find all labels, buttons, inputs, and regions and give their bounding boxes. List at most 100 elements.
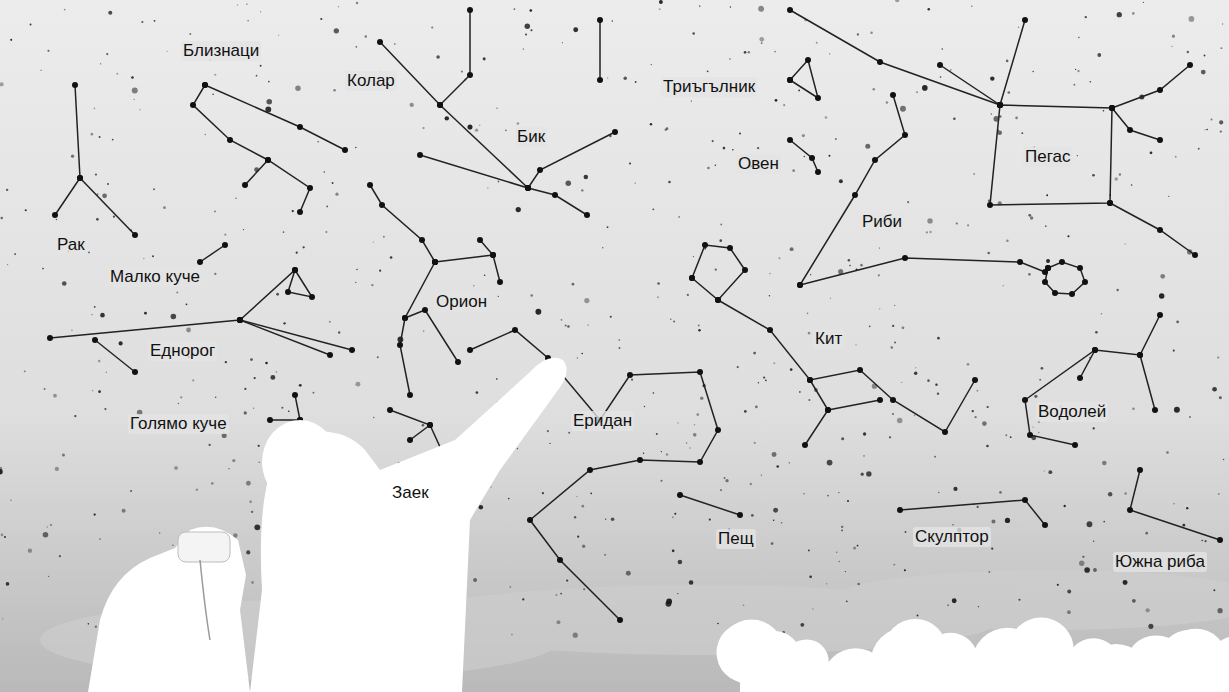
star bbox=[581, 189, 583, 191]
constellation-star bbox=[997, 102, 1003, 108]
constellation-star bbox=[1109, 105, 1115, 111]
star bbox=[900, 106, 906, 112]
constellation-star bbox=[1092, 347, 1098, 353]
star bbox=[108, 11, 112, 15]
star bbox=[635, 81, 637, 83]
constellation-star bbox=[697, 459, 703, 465]
star bbox=[24, 370, 26, 372]
constellation-star bbox=[997, 102, 1003, 108]
star bbox=[953, 117, 955, 119]
constellation-star bbox=[715, 297, 721, 303]
constellation-name: Южна риба bbox=[1113, 552, 1207, 572]
star bbox=[971, 5, 972, 6]
star bbox=[40, 69, 41, 70]
star bbox=[927, 379, 930, 382]
star bbox=[792, 169, 795, 172]
star bbox=[383, 236, 385, 238]
star bbox=[373, 417, 375, 419]
constellation-line bbox=[805, 380, 828, 445]
star bbox=[927, 8, 930, 11]
constellation-star bbox=[1187, 62, 1193, 68]
star bbox=[1168, 196, 1169, 197]
constellation-star bbox=[1092, 347, 1098, 353]
star bbox=[94, 306, 96, 308]
star bbox=[656, 433, 658, 435]
star bbox=[623, 76, 626, 79]
star bbox=[215, 397, 217, 399]
star bbox=[88, 623, 90, 625]
star bbox=[916, 91, 918, 93]
star bbox=[673, 321, 675, 323]
constellation-star bbox=[1137, 352, 1143, 358]
star bbox=[937, 337, 940, 340]
star bbox=[1063, 505, 1065, 507]
star bbox=[687, 294, 689, 296]
star bbox=[246, 481, 251, 486]
constellation-star bbox=[455, 359, 461, 365]
constellation-star bbox=[237, 317, 243, 323]
star bbox=[95, 626, 97, 628]
star bbox=[720, 489, 722, 491]
constellation-star bbox=[77, 175, 83, 181]
star bbox=[496, 378, 498, 380]
star bbox=[251, 511, 253, 513]
star bbox=[698, 329, 701, 332]
star bbox=[1174, 407, 1180, 413]
star bbox=[1046, 259, 1050, 263]
star bbox=[1002, 285, 1003, 286]
constellation-line bbox=[435, 255, 493, 262]
star bbox=[991, 519, 995, 523]
constellation-star bbox=[432, 259, 438, 265]
star bbox=[849, 265, 851, 267]
star bbox=[953, 487, 957, 491]
constellation-star bbox=[877, 59, 883, 65]
star bbox=[373, 241, 374, 242]
star bbox=[258, 445, 260, 447]
star bbox=[857, 545, 859, 547]
constellation-star bbox=[427, 422, 433, 428]
constellation-star bbox=[537, 167, 543, 173]
constellation-star bbox=[807, 377, 813, 383]
star bbox=[71, 329, 72, 330]
star bbox=[379, 270, 381, 272]
constellation-star bbox=[467, 7, 473, 13]
star bbox=[0, 82, 4, 86]
star bbox=[1018, 26, 1020, 28]
constellation-line bbox=[200, 245, 225, 262]
star bbox=[461, 71, 463, 73]
constellation-star bbox=[467, 347, 473, 353]
constellation-star bbox=[202, 82, 208, 88]
star bbox=[926, 231, 928, 233]
constellation-line bbox=[240, 320, 352, 350]
star bbox=[62, 453, 65, 456]
constellation-line bbox=[240, 270, 312, 320]
constellation-line bbox=[240, 320, 330, 355]
star bbox=[4, 536, 6, 538]
constellation-star bbox=[787, 7, 793, 13]
star bbox=[74, 415, 76, 417]
constellation-line bbox=[245, 160, 268, 185]
constellation-line bbox=[800, 258, 1045, 285]
constellation-star bbox=[1137, 352, 1143, 358]
star bbox=[652, 208, 654, 210]
star bbox=[560, 593, 562, 595]
constellation-star bbox=[52, 212, 58, 218]
star bbox=[356, 2, 359, 5]
star bbox=[567, 325, 570, 328]
star bbox=[769, 295, 770, 296]
star bbox=[1119, 173, 1121, 175]
star bbox=[1186, 507, 1188, 509]
star bbox=[1038, 432, 1039, 433]
star bbox=[112, 139, 114, 141]
star bbox=[96, 218, 99, 221]
star bbox=[91, 133, 94, 136]
star bbox=[186, 303, 188, 305]
star bbox=[1103, 110, 1105, 112]
star bbox=[573, 27, 578, 32]
constellation-star bbox=[417, 152, 423, 158]
star bbox=[692, 32, 694, 34]
standing-person-head bbox=[262, 420, 338, 504]
star bbox=[525, 33, 527, 35]
star bbox=[166, 51, 167, 52]
star bbox=[755, 406, 758, 409]
